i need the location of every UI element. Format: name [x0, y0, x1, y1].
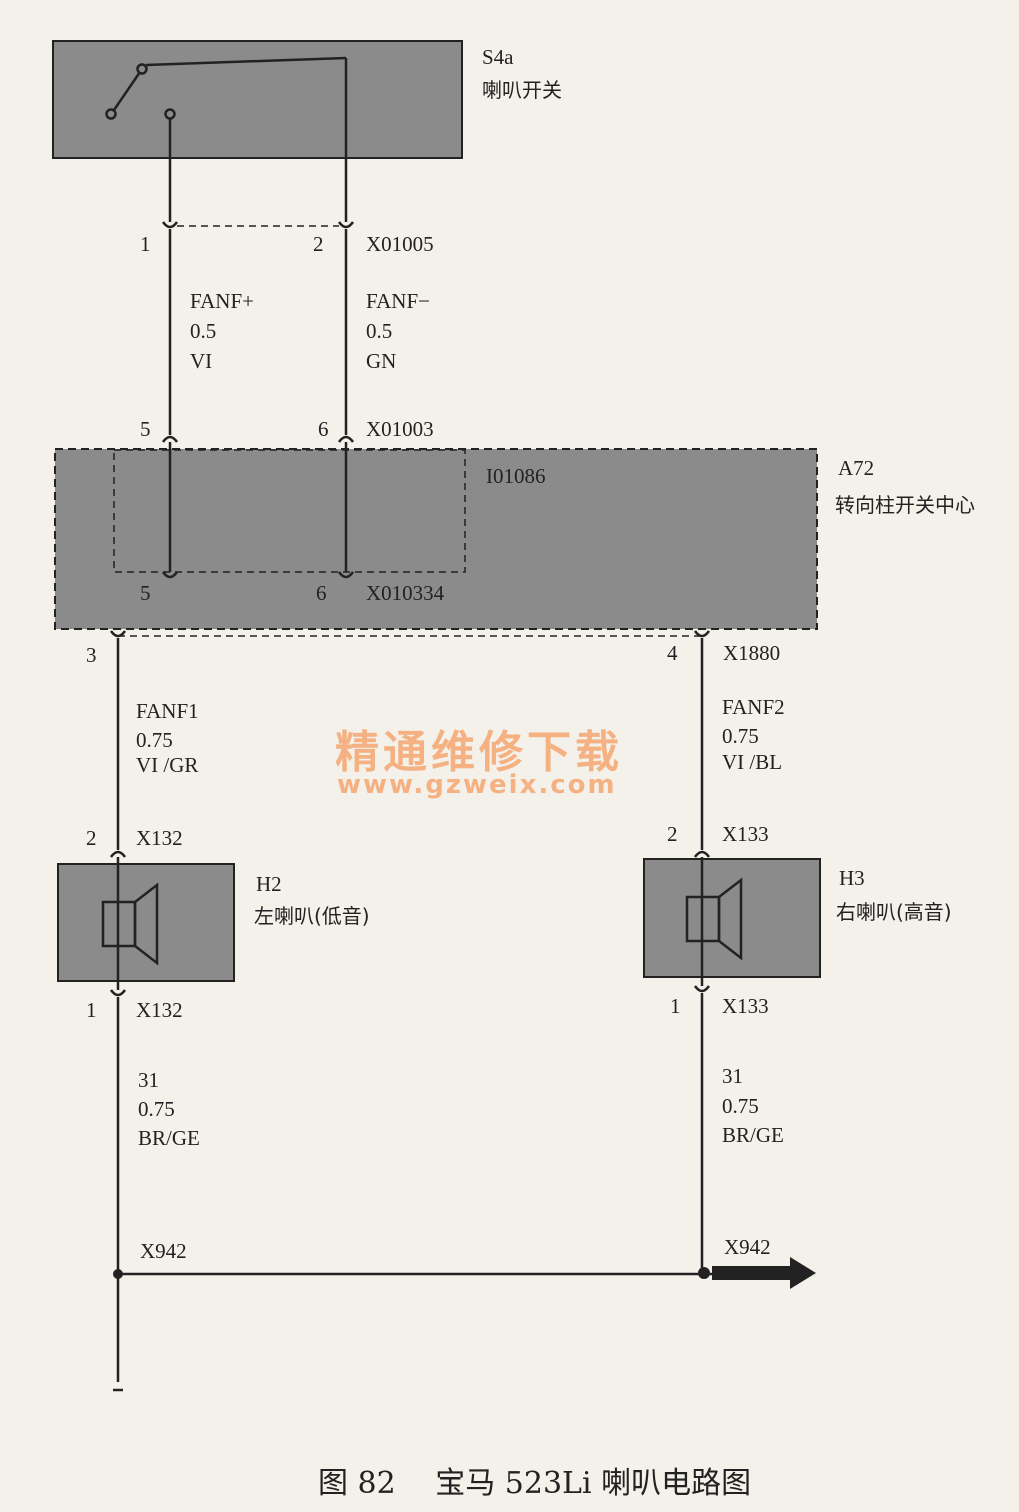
- x01005-pin-1: 1: [140, 232, 151, 256]
- x132-top-label: X132: [136, 826, 183, 850]
- wire-ground-left: [109, 989, 127, 1392]
- x01005-pin-2: 2: [313, 232, 324, 256]
- x132-bottom-label: X132: [136, 998, 183, 1022]
- x133-top-label: X133: [722, 822, 769, 846]
- wire-fanf-plus: [161, 118, 179, 443]
- fanf-minus-color: GN: [366, 349, 397, 373]
- a72-name: 转向柱开关中心: [835, 493, 975, 517]
- x01003-label: X01003: [366, 417, 434, 441]
- fanf1-signal: FANF1: [136, 699, 199, 723]
- fanf-minus-signal: FANF−: [366, 289, 430, 313]
- wire-fanf-minus: [337, 58, 355, 443]
- fanf-plus-color: VI: [190, 349, 213, 373]
- fanf2-signal: FANF2: [722, 695, 785, 719]
- x010334-label: X010334: [366, 581, 445, 605]
- x010334-pin-6: 6: [316, 581, 327, 605]
- h3-right-horn-box: [643, 858, 821, 978]
- x010334-pin-5: 5: [140, 581, 151, 605]
- x133-top-pin: 2: [667, 822, 678, 846]
- figure-caption: 图 82 宝马 523Li 喇叭电路图: [318, 1466, 752, 1501]
- a72-label: A72: [838, 456, 875, 480]
- h2-speaker-icon: [101, 857, 159, 990]
- wire-ground-right: [693, 985, 711, 1273]
- watermark-title: 精通维修下载: [335, 727, 623, 778]
- wire-fanf2: [693, 630, 711, 858]
- x132-top-pin: 2: [86, 826, 97, 850]
- fanf1-color: VI /GR: [136, 753, 199, 777]
- gnd-right-color: BR/GE: [722, 1123, 784, 1147]
- h3-name: 右喇叭(高音): [836, 900, 952, 924]
- s4a-horn-switch-box: [52, 40, 463, 159]
- fanf-plus-signal: FANF+: [190, 289, 254, 313]
- x942-left-label: X942: [140, 1239, 187, 1263]
- h3-label: H3: [839, 866, 865, 890]
- watermark-url: www.gzweix.com: [337, 770, 617, 800]
- fanf-minus-size: 0.5: [366, 319, 393, 343]
- i01086-internal-box: [113, 449, 466, 573]
- x132-bottom-pin: 1: [86, 998, 97, 1022]
- x1880-pin-3: 3: [86, 643, 97, 667]
- gnd-left-color: BR/GE: [138, 1126, 200, 1150]
- x133-bottom-pin: 1: [670, 994, 681, 1018]
- x1880-label: X1880: [723, 641, 781, 665]
- fanf2-color: VI /BL: [722, 750, 783, 774]
- h3-speaker-icon: [685, 857, 743, 986]
- x942-junction-right: [698, 1267, 710, 1279]
- x942-junction-left: [113, 1269, 123, 1279]
- x01003-pin-5: 5: [140, 417, 151, 441]
- h2-name: 左喇叭(低音): [254, 904, 370, 928]
- x942-continue-arrow-icon: [712, 1257, 816, 1289]
- h2-left-horn-box: [57, 863, 235, 982]
- fanf-plus-size: 0.5: [190, 319, 217, 343]
- x01003-pin-6: 6: [318, 417, 329, 441]
- s4a-label: S4a: [482, 45, 514, 69]
- gnd-left-signal: 31: [138, 1068, 159, 1092]
- a72-internal-wires: [161, 442, 355, 579]
- wire-fanf1: [109, 630, 127, 858]
- h2-label: H2: [256, 872, 282, 896]
- fanf2-size: 0.75: [722, 724, 759, 748]
- x1880-pin-4: 4: [667, 641, 678, 665]
- x942-right-label: X942: [724, 1235, 771, 1259]
- a72-module-box: [54, 448, 818, 630]
- gnd-right-size: 0.75: [722, 1094, 759, 1118]
- x01005-label: X01005: [366, 232, 434, 256]
- x133-bottom-label: X133: [722, 994, 769, 1018]
- gnd-right-signal: 31: [722, 1064, 743, 1088]
- s4a-name: 喇叭开关: [482, 78, 562, 102]
- i01086-label: I01086: [486, 464, 546, 488]
- gnd-left-size: 0.75: [138, 1097, 175, 1121]
- fanf1-size: 0.75: [136, 728, 173, 752]
